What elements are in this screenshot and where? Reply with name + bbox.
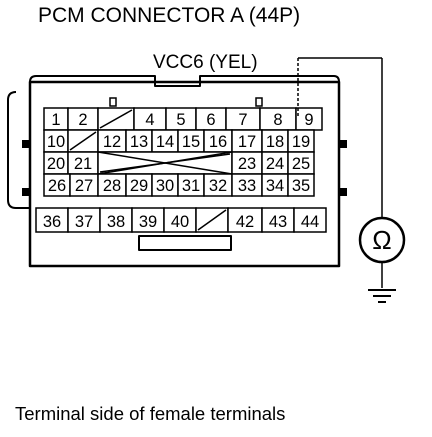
terminal-number: 44 bbox=[301, 213, 319, 231]
terminal-number: 6 bbox=[206, 111, 215, 129]
terminal-number: 24 bbox=[266, 155, 284, 173]
connector-nub-left bbox=[109, 97, 117, 107]
terminal-number: 19 bbox=[292, 133, 310, 151]
ohmmeter-icon bbox=[358, 216, 406, 264]
connector-outer-shell bbox=[28, 80, 341, 268]
connector-left-latch bbox=[7, 91, 30, 209]
terminal-number: 14 bbox=[156, 133, 174, 151]
terminal-number: 4 bbox=[145, 111, 154, 129]
connector-nub-right bbox=[255, 97, 263, 107]
connector-lock-right-a bbox=[339, 140, 347, 148]
terminal-number: 28 bbox=[103, 177, 121, 195]
wire-label: VCC6 (YEL) bbox=[153, 52, 258, 73]
terminal-cell bbox=[287, 173, 315, 197]
terminal-number: 30 bbox=[156, 177, 174, 195]
terminal-number: 39 bbox=[139, 213, 157, 231]
terminal-cell bbox=[163, 207, 197, 233]
diagram-title: PCM CONNECTOR A (44P) bbox=[38, 4, 300, 27]
probe-wiring bbox=[297, 57, 383, 288]
terminal-number: 43 bbox=[269, 213, 287, 231]
terminal-number: 16 bbox=[209, 133, 227, 151]
terminal-number: 13 bbox=[130, 133, 148, 151]
terminal-number: 27 bbox=[75, 177, 93, 195]
unused-terminal-slash bbox=[99, 109, 133, 129]
terminal-number: 34 bbox=[266, 177, 284, 195]
terminal-number: 1 bbox=[51, 111, 60, 129]
terminal-number: 2 bbox=[78, 111, 87, 129]
blank-region-cross bbox=[97, 151, 233, 175]
terminal-number: 7 bbox=[238, 111, 247, 129]
terminal-number: 8 bbox=[273, 111, 282, 129]
terminal-number: 21 bbox=[74, 155, 92, 173]
connector-lock-left-b bbox=[22, 188, 30, 196]
connector-bottom-key bbox=[138, 235, 232, 251]
terminal-number: 40 bbox=[171, 213, 189, 231]
terminal-number: 36 bbox=[43, 213, 61, 231]
terminal-cell bbox=[227, 207, 263, 233]
connector-lock-right-b bbox=[339, 188, 347, 196]
terminal-number: 15 bbox=[182, 133, 200, 151]
terminal-number: 25 bbox=[292, 155, 310, 173]
terminal-number: 29 bbox=[130, 177, 148, 195]
terminal-number: 18 bbox=[266, 133, 284, 151]
terminal-number: 33 bbox=[238, 177, 256, 195]
terminal-number: 5 bbox=[176, 111, 185, 129]
ohmmeter-symbol: Ω bbox=[372, 225, 391, 255]
terminal-cell bbox=[67, 207, 101, 233]
connector-housing bbox=[7, 75, 341, 268]
terminal-cell bbox=[131, 207, 165, 233]
terminal-number: 10 bbox=[47, 133, 65, 151]
unused-terminal-slash bbox=[197, 209, 227, 231]
terminal-number: 23 bbox=[238, 155, 256, 173]
terminal-number: 20 bbox=[47, 155, 65, 173]
unused-terminal-slash bbox=[69, 131, 97, 151]
terminal-number: 32 bbox=[209, 177, 227, 195]
terminal-number: 31 bbox=[182, 177, 200, 195]
ground-icon bbox=[368, 289, 396, 303]
terminal-cell bbox=[293, 207, 327, 233]
terminal-number: 9 bbox=[304, 111, 313, 129]
diagram-caption: Terminal side of female terminals bbox=[15, 403, 285, 424]
terminal-number: 26 bbox=[48, 177, 66, 195]
terminal-number: 42 bbox=[236, 213, 254, 231]
terminal-cell bbox=[99, 207, 133, 233]
connector-lock-left-a bbox=[22, 140, 30, 148]
terminal-number: 37 bbox=[75, 213, 93, 231]
terminal-number: 38 bbox=[107, 213, 125, 231]
terminal-number: 35 bbox=[292, 177, 310, 195]
terminal-number: 12 bbox=[103, 133, 121, 151]
terminal-number: 17 bbox=[238, 133, 256, 151]
connector-top-rail bbox=[29, 75, 340, 87]
